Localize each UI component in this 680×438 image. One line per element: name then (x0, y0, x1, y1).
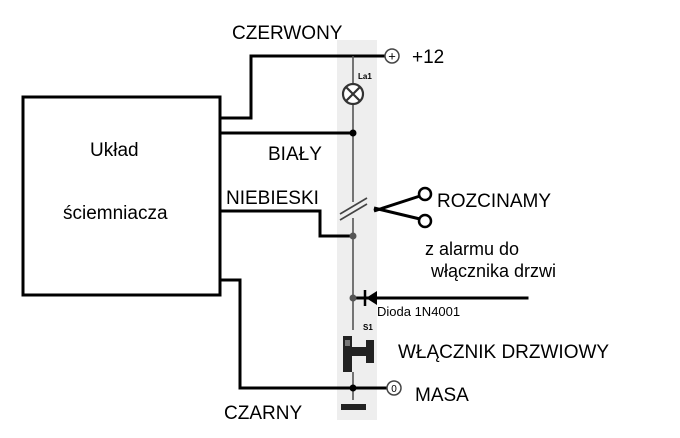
plus-terminal-icon (384, 48, 400, 64)
ground-terminal-icon (386, 380, 402, 396)
door-switch-icon (343, 336, 374, 372)
black-wire-label: CZARNY (224, 403, 302, 424)
door-switch-label: WŁĄCZNIK DRZWIOWY (398, 342, 609, 363)
lamp-icon (341, 82, 365, 106)
red-wire (218, 54, 390, 120)
lamp-ref: La1 (358, 72, 372, 81)
junction-ground (349, 384, 357, 392)
cut-point (339, 197, 368, 221)
cut-annotation: ROZCINAMY (437, 191, 551, 212)
positive-terminal-label: +12 (412, 47, 444, 68)
alarm-annotation-line2: włącznika drzwi (430, 261, 556, 281)
module-label-line2: ściemniacza (63, 203, 168, 224)
junction-diode (349, 294, 357, 302)
junction-blue (349, 232, 357, 240)
switch-ref: S1 (363, 323, 373, 332)
alarm-annotation-line1: z alarmu do (425, 239, 519, 259)
module-label-line1: Układ (90, 140, 139, 161)
diode-icon (363, 290, 377, 306)
ground-zero-symbol: 0 (391, 384, 397, 395)
black-wire (218, 278, 390, 390)
blue-wire-label: NIEBIESKI (226, 188, 319, 209)
plus-symbol: + (388, 49, 396, 64)
ground-symbol-icon (341, 404, 366, 410)
junction-white (349, 129, 357, 137)
dimmer-module-box (21, 95, 222, 297)
diode-label: Dioda 1N4001 (377, 304, 460, 319)
red-wire-label: CZERWONY (232, 23, 343, 44)
scissors-icon (373, 186, 433, 229)
white-wire-label: BIAŁY (268, 144, 322, 165)
blue-wire (218, 209, 355, 238)
ground-terminal-label: MASA (415, 385, 469, 406)
